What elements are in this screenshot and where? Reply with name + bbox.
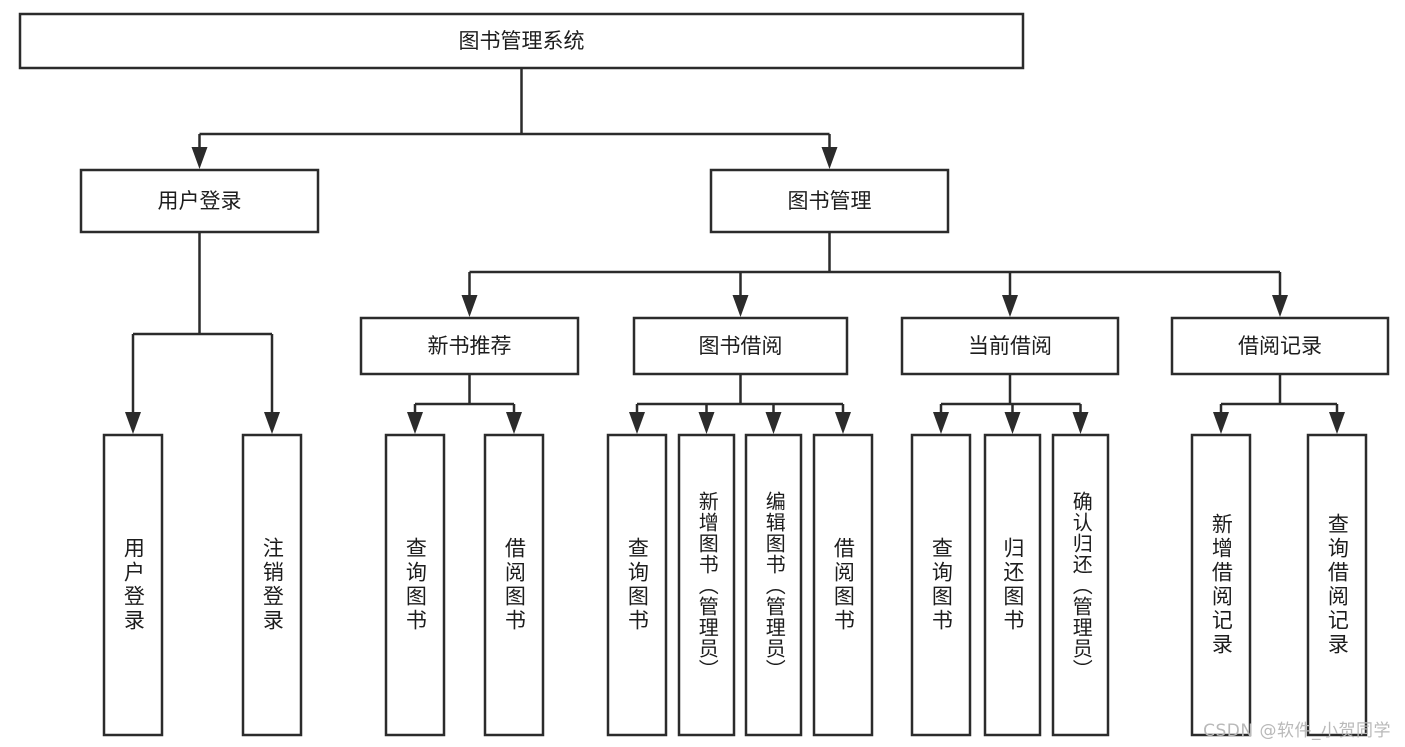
arrow-to-leaf-3 (506, 412, 522, 434)
arrow-to-leaf-4 (629, 412, 645, 434)
leaf-node-1-box (241, 433, 303, 737)
level3-node-1-box (632, 316, 849, 376)
arrow-to-level3-3 (1272, 295, 1288, 317)
arrow-to-level2-1 (821, 147, 838, 169)
arrow-to-leaf-5 (698, 412, 715, 434)
arrow-to-leaf-1 (264, 412, 280, 434)
arrow-to-leaf-0 (125, 412, 141, 434)
arrow-to-leaf-7 (835, 412, 851, 434)
level3-node-0-box (359, 316, 580, 376)
level3-node-1-label: 图书借阅 (699, 334, 783, 358)
level2-node-1-box (709, 168, 950, 234)
leaf-node-9-box (983, 433, 1042, 737)
leaf-node-6-box (744, 433, 803, 737)
leaf-node-12-box (1306, 433, 1368, 737)
arrow-to-leaf-10 (1072, 412, 1089, 434)
leaf-node-0-box (102, 433, 164, 737)
leaf-node-3-box (483, 433, 545, 737)
arrow-to-leaf-6 (765, 412, 782, 434)
arrow-to-level3-1 (732, 295, 749, 317)
arrow-to-leaf-9 (1004, 412, 1021, 434)
leaf-node-10-box (1051, 433, 1110, 737)
level3-node-2-box (900, 316, 1120, 376)
connector-lines (125, 68, 1345, 434)
level3-node-0-label: 新书推荐 (428, 334, 512, 358)
leaf-node-8-box (910, 433, 972, 737)
arrow-to-leaf-11 (1213, 412, 1229, 434)
level3-node-3-box (1170, 316, 1390, 376)
csdn-watermark: CSDN @软件_小贺同学 (1203, 721, 1391, 741)
root-node-label: 图书管理系统 (459, 29, 585, 53)
arrow-to-leaf-8 (933, 412, 949, 434)
level2-node-1-label: 图书管理 (788, 189, 872, 213)
node-boxes (18, 12, 1390, 737)
arrow-to-level3-2 (1002, 295, 1018, 317)
leaf-node-5-box (677, 433, 736, 737)
arrow-to-level3-0 (461, 295, 478, 317)
level2-node-0-box (79, 168, 320, 234)
level3-node-3-label: 借阅记录 (1238, 334, 1322, 358)
level2-node-0-label: 用户登录 (158, 189, 242, 213)
leaf-node-4-box (606, 433, 668, 737)
leaf-node-11-box (1190, 433, 1252, 737)
root-node-box (18, 12, 1025, 70)
level3-node-2-label: 当前借阅 (968, 334, 1052, 358)
leaf-node-2-box (384, 433, 446, 737)
leaf-node-7-box (812, 433, 874, 737)
arrow-to-leaf-12 (1329, 412, 1345, 434)
arrow-to-level2-0 (191, 147, 208, 169)
arrow-to-leaf-2 (407, 412, 423, 434)
